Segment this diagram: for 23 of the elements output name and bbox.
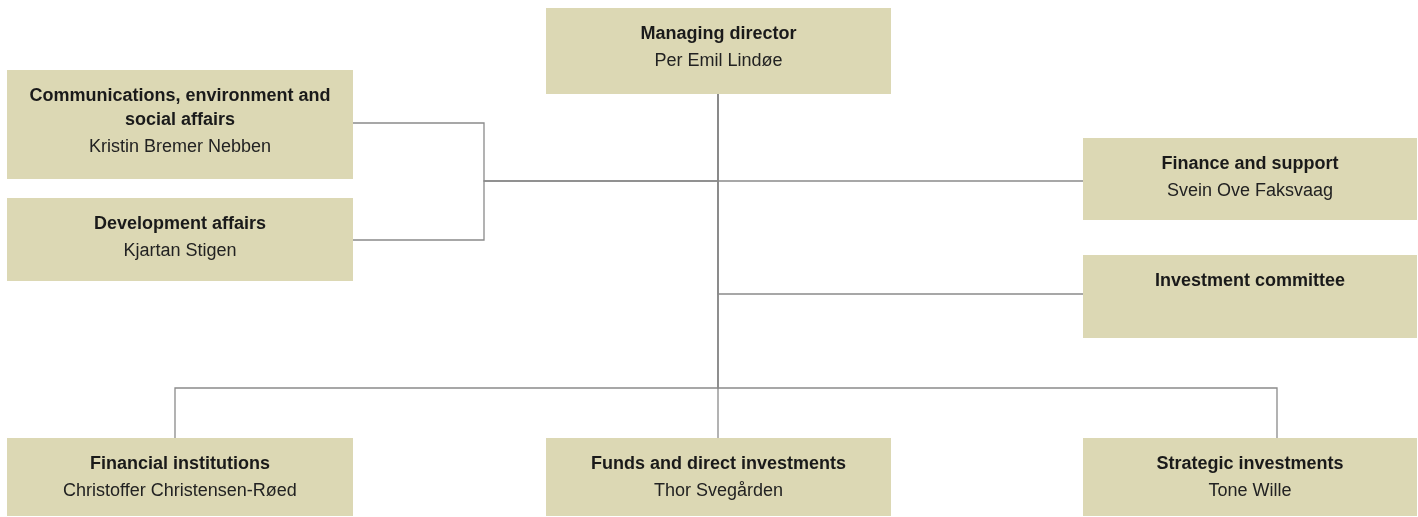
org-box [7, 70, 353, 179]
person-name: Svein Ove Faksvaag [1166, 179, 1334, 202]
person-name: Kristin Bremer Nebben [88, 135, 272, 158]
person-name: Thor Svegården [653, 479, 784, 502]
role-title: Finance and support [1161, 152, 1339, 175]
role-title: Communications, environment and social affairs [28, 84, 332, 131]
org-box [7, 198, 353, 281]
org-box [1083, 438, 1417, 516]
role-title: Managing director [640, 22, 797, 45]
role-title: Funds and direct investments [590, 452, 847, 475]
org-box [1083, 255, 1417, 338]
org-box [546, 8, 891, 94]
person-name: Tone Wille [1208, 479, 1292, 502]
person-name: Christoffer Christensen-Røed [63, 479, 297, 502]
org-box [1083, 138, 1417, 220]
role-title: Financial institutions [90, 452, 270, 475]
org-box [546, 438, 891, 516]
role-title: Investment committee [1154, 269, 1346, 292]
org-box [7, 438, 353, 516]
role-title: Development affairs [93, 212, 267, 235]
person-name: Kjartan Stigen [123, 239, 237, 262]
person-name: Per Emil Lindøe [654, 49, 783, 72]
role-title: Strategic investments [1156, 452, 1344, 475]
